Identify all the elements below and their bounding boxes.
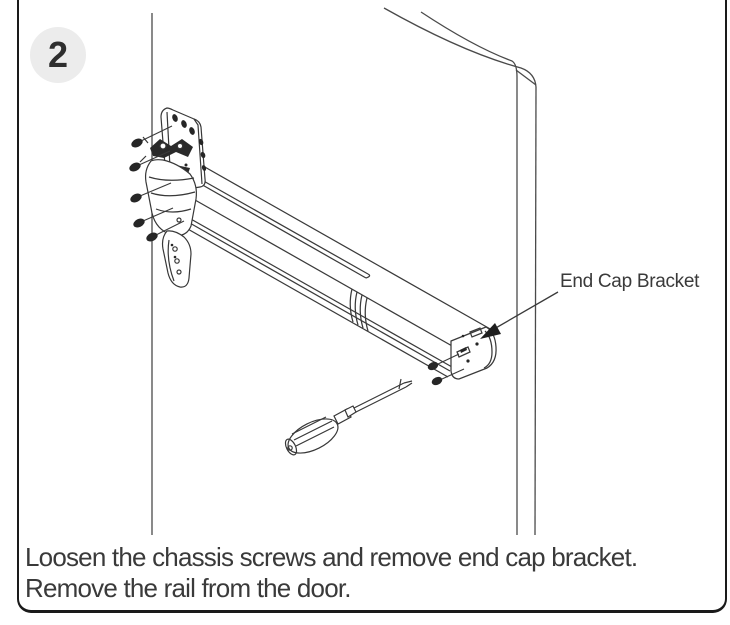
chassis-screws [129,126,184,242]
rail-groove-bottom [192,179,366,278]
step-panel [17,0,727,613]
instruction-caption: Loosen the chassis screws and remove end… [25,542,715,604]
rail-top-edge [196,162,492,330]
chassis-assembly [140,108,207,287]
plate-holes [172,114,207,171]
rail [179,162,492,377]
rail-lower-groove-bottom [181,218,450,371]
screw [130,183,171,203]
instruction-line-2: Remove the rail from the door. [25,573,352,603]
door-top-inner-curve [421,12,517,77]
screwdriver-handle [283,412,343,460]
screw [427,354,459,371]
end-cap-latch [470,328,482,337]
screwdriver-shaft [356,387,406,412]
callout-arrow [480,292,558,339]
screw [431,369,464,386]
screw [146,221,184,242]
rail-groove-top [193,175,368,274]
door-top-outer-curve [384,8,536,87]
door-right-outer-edge [535,87,536,535]
screwdriver-butt [283,437,299,456]
screwdriver [283,379,412,460]
callout-leader-line [494,292,558,329]
end-cap-bracket-label: End Cap Bracket [560,271,700,292]
end-cap-slot-dark [460,347,467,353]
screwdriver-shaft [354,383,404,408]
callout-arrowhead [480,323,501,339]
step-number-badge: 2 [30,27,86,83]
door-corner-bevel [516,70,536,85]
door [152,8,536,535]
rail-lower-groove-top [182,214,452,367]
step-number: 2 [47,34,69,75]
screwdriver-tip [404,381,412,387]
screw [129,151,170,172]
instruction-line-1: Loosen the chassis screws and remove end… [25,542,638,572]
rail-bottom-edge [179,224,448,377]
screw [133,208,173,228]
rail-groove-endcap [366,274,370,278]
plate-fold-line [194,119,202,184]
rail-front-top-edge [188,196,468,355]
end-cap-screws [427,354,464,386]
rail-sleeve [350,289,368,331]
screw [131,126,172,148]
